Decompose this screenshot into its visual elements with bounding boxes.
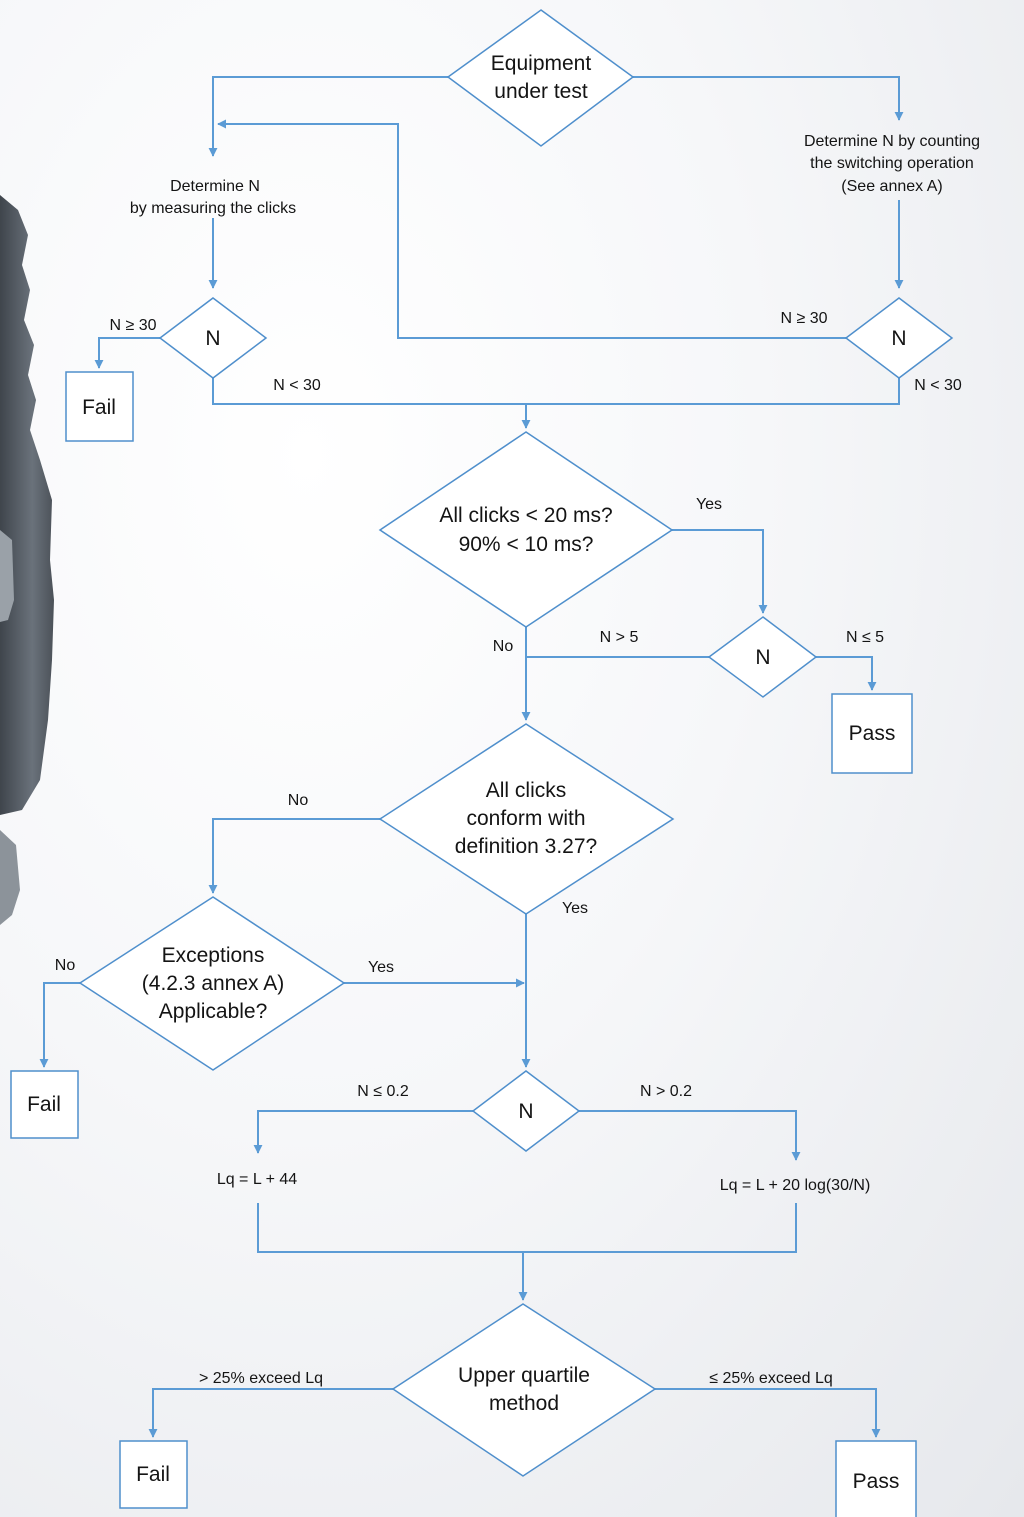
process-count: Determine N by counting the switching op…	[804, 133, 980, 195]
label-yes-exceptions: Yes	[368, 959, 394, 976]
exceptions-line-3: Applicable?	[159, 1000, 268, 1023]
label-n-ge-30-left: N ≥ 30	[109, 317, 156, 334]
label-n-lt-30-right: N < 30	[914, 377, 962, 394]
edge-lq-merge	[257, 1203, 797, 1253]
edge-n-le-02	[253, 1110, 473, 1154]
decision-clicks: All clicks < 20 ms? 90% < 10 ms?	[378, 431, 674, 628]
label-no-conform: No	[288, 792, 309, 809]
fail-1-text: Fail	[82, 396, 116, 419]
label-no-clicks: No	[493, 638, 514, 655]
terminal-fail-3: Fail	[119, 1440, 188, 1509]
fail-2-text: Fail	[27, 1093, 61, 1116]
device-photo	[0, 195, 54, 925]
n-left-text: N	[205, 327, 220, 350]
label-no-exceptions: No	[55, 957, 76, 974]
label-n-gt-5: N > 5	[600, 629, 639, 646]
edge-start-to-count	[633, 76, 904, 121]
label-n-lt-30-left: N < 30	[273, 377, 321, 394]
terminal-fail-1: Fail	[65, 371, 134, 442]
start-line-2: under test	[494, 80, 588, 103]
count-line-2: the switching operation	[810, 155, 974, 172]
start-line-1: Equipment	[491, 52, 592, 75]
decision-start: Equipment under test	[446, 9, 635, 147]
edge-labels: N ≥ 30 N < 30 N ≥ 30 N < 30 Yes No N > 5…	[55, 310, 962, 1387]
label-n-ge-30-right: N ≥ 30	[780, 310, 827, 327]
edge-n-le-5	[816, 656, 877, 691]
edge-n-gt-02	[579, 1110, 801, 1161]
conform-line-2: conform with	[466, 807, 585, 830]
quartile-line-1: Upper quartile	[458, 1364, 590, 1387]
label-n-gt-02: N > 0.2	[640, 1083, 692, 1100]
edge-quartile-pass	[655, 1388, 881, 1438]
label-n-le-02: N ≤ 0.2	[357, 1083, 409, 1100]
conform-line-3: definition 3.27?	[455, 835, 597, 858]
count-line-1: Determine N by counting	[804, 133, 980, 150]
decision-n-right: N	[844, 297, 954, 379]
label-le-25: ≤ 25% exceed Lq	[709, 1370, 833, 1387]
pass-2-text: Pass	[853, 1470, 900, 1493]
measure-line-1: Determine N	[170, 178, 260, 195]
edge-n-to-fail	[94, 337, 160, 369]
lq-low-text: Lq = L + 44	[217, 1171, 297, 1188]
pass-1-text: Pass	[849, 722, 896, 745]
edge-right-n-back-to-measure	[217, 119, 846, 339]
edge-quartile-fail	[148, 1388, 393, 1438]
decision-exceptions: Exceptions (4.2.3 annex A) Applicable?	[78, 896, 346, 1071]
clicks-line-1: All clicks < 20 ms?	[439, 504, 612, 527]
process-lq-high: Lq = L + 20 log(30/N)	[720, 1177, 871, 1194]
terminal-pass-2: Pass	[835, 1440, 917, 1517]
n-mid-text: N	[755, 646, 770, 669]
n-low-text: N	[518, 1100, 533, 1123]
exceptions-line-2: (4.2.3 annex A)	[142, 972, 284, 995]
count-line-3: (See annex A)	[841, 178, 942, 195]
label-yes-conform: Yes	[562, 900, 588, 917]
label-n-le-5: N ≤ 5	[846, 629, 884, 646]
edge-exceptions-no	[39, 982, 80, 1068]
measure-line-2: by measuring the clicks	[130, 200, 296, 217]
conform-line-1: All clicks	[486, 779, 567, 802]
quartile-line-2: method	[489, 1392, 559, 1415]
terminal-fail-2: Fail	[10, 1070, 79, 1139]
process-lq-low: Lq = L + 44	[217, 1171, 297, 1188]
decision-n-mid: N	[707, 616, 818, 698]
decision-n-low: N	[471, 1070, 581, 1152]
clicks-line-2: 90% < 10 ms?	[459, 533, 594, 556]
lq-high-text: Lq = L + 20 log(30/N)	[720, 1177, 871, 1194]
label-gt-25: > 25% exceed Lq	[199, 1370, 323, 1387]
n-right-text: N	[891, 327, 906, 350]
edge-start-to-measure	[208, 76, 448, 157]
edge-n-merge	[212, 378, 900, 405]
terminal-pass-1: Pass	[831, 693, 913, 774]
fail-3-text: Fail	[136, 1463, 170, 1486]
decision-quartile: Upper quartile method	[391, 1303, 657, 1477]
process-measure: Determine N by measuring the clicks	[130, 178, 296, 217]
edge-clicks-yes	[672, 529, 768, 614]
exceptions-line-1: Exceptions	[162, 944, 265, 967]
label-yes-clicks: Yes	[696, 496, 722, 513]
decision-n-left: N	[158, 297, 268, 379]
decision-conform: All clicks conform with definition 3.27?	[378, 723, 675, 915]
edge-conform-no	[208, 818, 380, 894]
connectors	[39, 76, 904, 1438]
